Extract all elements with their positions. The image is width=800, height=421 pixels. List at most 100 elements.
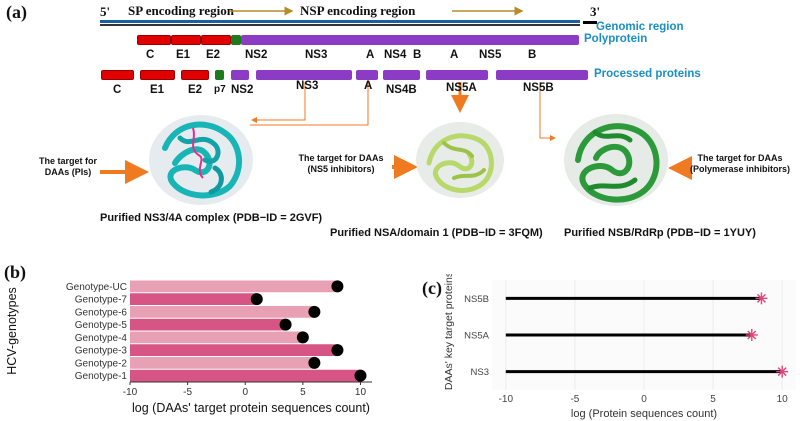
genome-line [100,20,580,23]
target-label-polymerase: The target for DAAs (Polymerase inhibito… [689,153,791,174]
x-axis-title: log (Protein sequences count) [571,408,717,420]
genome-line-shadow [100,24,580,26]
ytick-genotype-6: Genotype-6 [75,307,128,318]
poly-e1 [171,35,201,45]
poly-c [137,35,171,45]
poly-label-ns3: NS3 [305,49,328,61]
proc-e2 [181,70,209,80]
ytick-genotype-7: Genotype-7 [75,295,128,306]
bar-genotype-5 [130,318,286,331]
marker-genotype-5 [279,318,292,331]
proc-e1 [140,70,175,80]
ns3-pointer [251,82,306,123]
bar-genotype-3 [130,344,338,356]
proc-ns5b [496,70,588,80]
xtick-label: -5 [570,394,579,405]
xtick-label: 10 [355,387,367,398]
target-label-pis: The target for DAAs (PIs) [38,156,97,177]
ytick-genotype-uc: Genotype-UC [66,282,127,293]
ns5b-pointer [539,82,556,141]
ns5b-structure-image [564,114,668,206]
y-axis-title: HCV-genotypes [5,287,19,375]
poly-label-c: C [146,49,155,61]
bar-genotype-4 [130,331,303,344]
xtick-label: -10 [123,387,138,398]
ytick-genotype-4: Genotype-4 [75,333,128,344]
proc-c [101,70,134,80]
xtick-label: 0 [242,387,248,398]
poly-e2 [201,35,231,45]
proc-label-p7: p7 [214,84,226,95]
polyprotein-label: Polyprotein [584,33,648,45]
proc-label-ns5b: NS5B [523,82,554,94]
proc-label-ns3: NS3 [296,80,319,92]
proc-a [356,70,378,80]
caption-ns5b: Purified NSB/RdRp (PDB−ID = 1YUY) [564,227,756,239]
marker-genotype-uc [331,280,344,293]
proc-ns3 [256,70,352,80]
y-axis-title: DAAs' key target proteins [443,274,455,390]
xtick-label: -10 [499,394,514,405]
proc-label-c: C [113,84,122,96]
bar-genotype-uc [130,280,338,293]
marker-ns5b [755,292,768,305]
poly-label-e2: E2 [206,49,221,61]
a-pointer [250,82,369,126]
ytick-ns5a: NS5A [464,331,489,342]
caption-ns3: Purified NS3/4A complex (PDB−ID = 2GVF) [100,212,323,224]
genome-3-end [583,21,597,24]
marker-genotype-4 [296,331,309,344]
proc-label-e1: E1 [150,84,165,96]
poly-ns [241,35,579,45]
target-label-ns5: The target for DAAs (NS5 inhibitors) [298,153,384,174]
marker-ns5a [745,329,758,341]
poly-label-a2: A [450,49,459,61]
ns3-structure-image [149,115,253,205]
x-axis-title: log (DAAs' target protein sequences coun… [132,401,370,415]
poly-label-a1: A [366,49,375,61]
poly-label-b2: B [528,49,537,61]
xtick-label: 5 [710,394,716,405]
genotype-bar-chart: Genotype-UC Genotype-7Genotype-6Genotype-… [5,280,372,415]
marker-genotype-7 [250,293,263,306]
caption-ns5a: Purified NSA/domain 1 (PDB−ID = 3FQM) [330,227,543,239]
genomic-region-label: Genomic region [596,21,684,33]
sp-region-label: SP encoding region [128,3,234,18]
bar-genotype-6 [130,306,315,318]
poly-p7 [231,35,241,45]
ytick-genotype-2: Genotype-2 [75,358,128,369]
panel-b-label: (b) [4,262,26,282]
bar-genotype-2 [130,357,315,369]
proc-label-ns5a: NS5A [446,82,477,94]
proc-label-a: A [364,80,373,92]
ytick-genotype-5: Genotype-5 [75,320,128,331]
marker-genotype-2 [308,356,321,369]
poly-label-b1: B [413,49,422,61]
proc-label-ns4b: NS4B [386,84,417,96]
ytick-genotype-3: Genotype-3 [75,346,128,357]
poly-label-ns2: NS2 [245,49,268,61]
proc-ns4b [383,70,420,80]
xtick-label: 10 [777,394,789,405]
marker-ns3 [776,365,789,378]
proc-p7 [215,70,224,80]
marker-genotype-3 [331,344,344,357]
poly-label-ns5: NS5 [479,49,502,61]
marker-genotype-6 [308,305,321,318]
ytick-genotype-1: Genotype-1 [75,371,128,382]
marker-genotype-1 [354,369,367,382]
five-prime-label: 5' [100,4,111,19]
processed-proteins-label: Processed proteins [594,68,701,80]
proc-ns5a [426,70,488,80]
three-prime-label: 3' [590,4,601,19]
xtick-label: 0 [641,394,647,405]
proc-label-ns2: NS2 [231,84,254,96]
ns5a-structure-image [416,122,504,198]
poly-label-ns4: NS4 [384,49,407,61]
panel-a-label: (a) [6,2,27,22]
bar-genotype-1 [130,369,361,382]
ytick-ns5b: NS5B [464,294,489,305]
poly-label-e1: E1 [176,49,191,61]
